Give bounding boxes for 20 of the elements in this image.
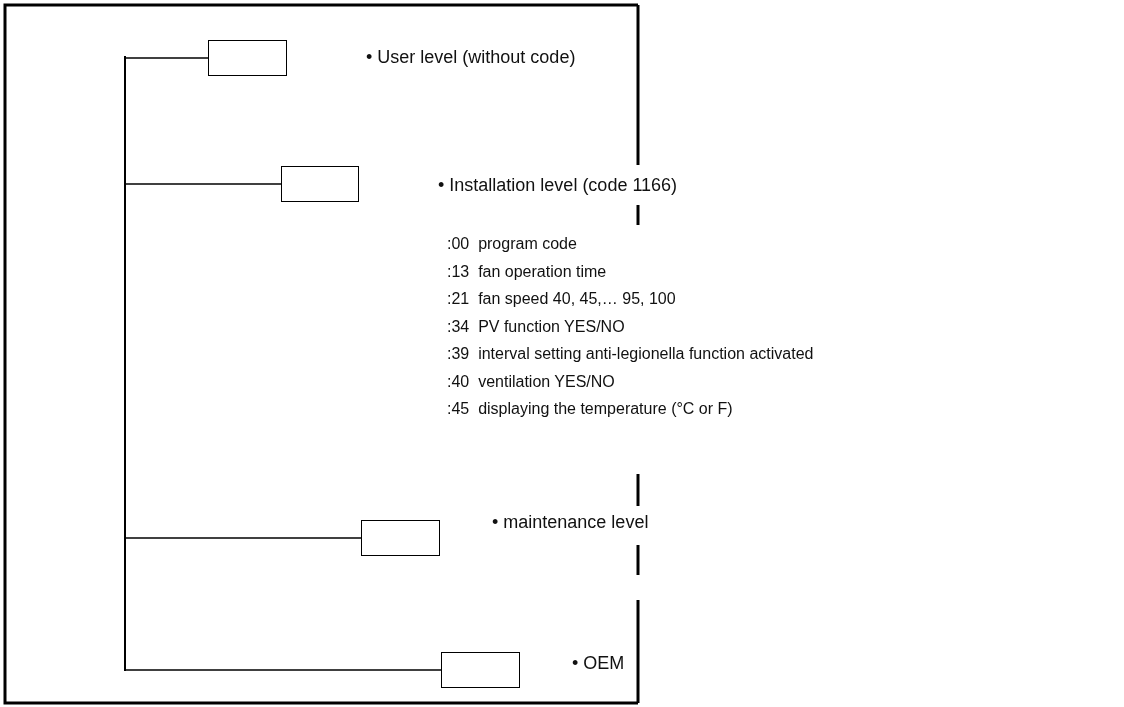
parameter-item: :40 ventilation YES/NO [447,371,615,392]
empty-box [281,166,359,202]
connector-line [125,537,362,539]
level-label: • OEM [572,652,625,674]
trunk-line [124,56,126,671]
parameter-item: :00 program code [447,234,577,254]
parameter-item: :45 displaying the temperature (°C or F) [447,399,733,419]
empty-box [208,40,287,76]
connector-line [125,183,282,185]
level-label: • User level (without code) [366,46,576,68]
parameter-item: :34 PV function YES/NO [447,316,625,337]
connector-line [125,57,209,59]
connector-line [125,669,442,671]
parameter-item: :39 interval setting anti-legionella function activated [447,344,814,364]
parameter-item: :21 fan speed 40, 45,… 95, 100 [447,289,676,309]
parameter-item: :13 fan operation time [447,261,607,282]
empty-box [361,520,440,556]
level-label: • Installation level (code 1166) [438,174,678,196]
level-label: • maintenance level [492,511,649,533]
empty-box [441,652,520,688]
